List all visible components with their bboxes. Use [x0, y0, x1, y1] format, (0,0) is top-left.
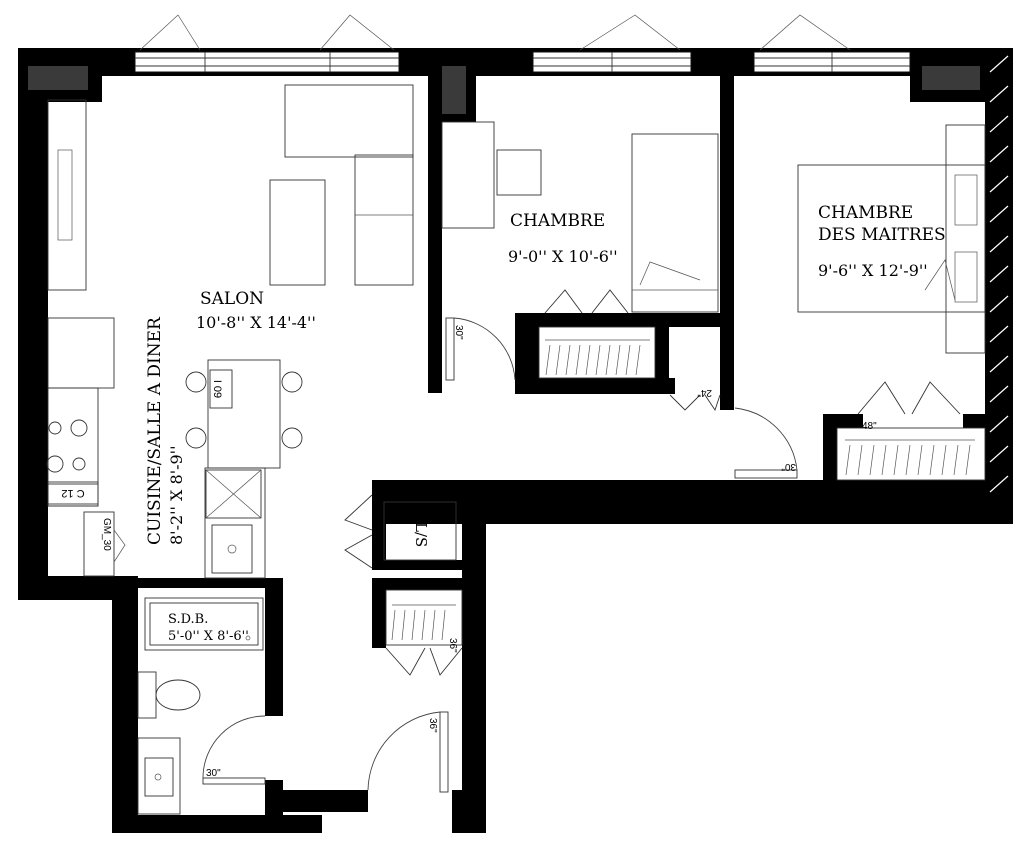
cooktop-tag: C 12: [61, 487, 84, 499]
ls-closet-tag: L/S: [412, 522, 430, 547]
gm-tag: GM_30: [101, 518, 112, 551]
salon-dims: 10'-8'' X 14'-4'': [196, 313, 316, 332]
hall-closets: [344, 494, 463, 676]
door-bath-closet-tag: 24": [697, 387, 712, 398]
door-maitres-tag: 30": [781, 461, 796, 472]
maitres-dims: 9'-6'' X 12'-9'': [818, 261, 928, 280]
dishwasher-tag: I 09: [211, 380, 223, 398]
cuisine-name: CUISINE/SALLE A DINER: [145, 316, 165, 545]
sdb-dims: 5'-0'' X 8'-6'': [168, 629, 249, 644]
chambre-closet: [538, 289, 656, 379]
room-labels: SALON 10'-8'' X 14'-4'' CUISINE/SALLE A …: [145, 203, 946, 644]
closet-maitres-tag: 48": [862, 421, 877, 432]
salon-furniture: [47, 84, 414, 291]
cuisine-dims: 8'-2'' X 8'-9'': [167, 446, 186, 545]
door-sdb-tag: 30": [206, 768, 221, 779]
chambre-dims: 9'-0'' X 10'-6'': [508, 247, 618, 266]
walls: [18, 48, 1013, 833]
exterior-hatch: [989, 55, 1009, 493]
chambre-furniture: [441, 121, 719, 313]
door-entry-tag: 36": [427, 718, 438, 733]
maitres-furniture: [797, 124, 986, 354]
doors: [202, 317, 798, 793]
fixture-tags: L/S GM_30 C 12 I 09 36" 48" 30" 30" 24" …: [47, 318, 877, 779]
door-chambre-tag: 30": [453, 325, 464, 340]
door-ls-tag: 36": [374, 553, 385, 568]
bathroom-fixtures: [137, 597, 264, 815]
maitres-closet: [836, 381, 986, 481]
sdb-name: S.D.B.: [168, 612, 208, 627]
door-hall-closet-tag: 36": [447, 638, 458, 653]
kitchen-counter: [46, 317, 303, 579]
maitres-name-line1: CHAMBRE: [818, 203, 913, 223]
chambre-name: CHAMBRE: [510, 211, 605, 231]
maitres-name-line2: DES MAITRES: [818, 225, 946, 245]
windows: [134, 14, 911, 73]
salon-name: SALON: [200, 289, 264, 309]
closet-chambre-tag: 36": [541, 318, 556, 329]
